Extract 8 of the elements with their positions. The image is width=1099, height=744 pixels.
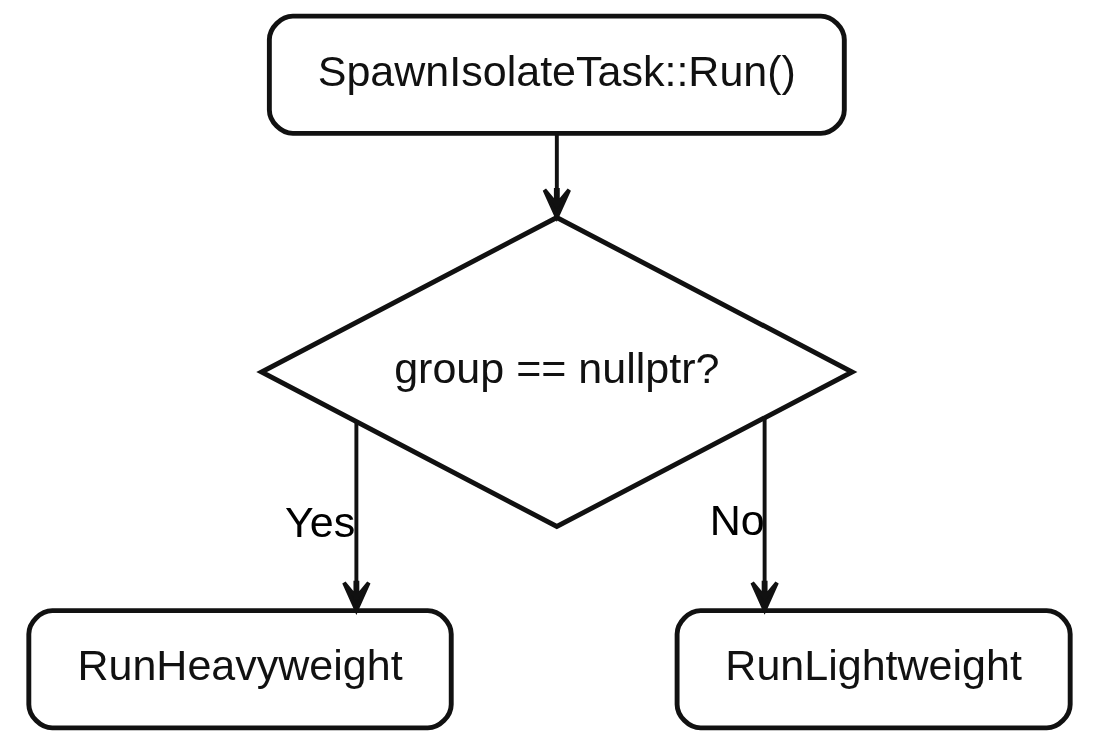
node-box: RunLightweight [674,608,1073,731]
edge-label: Yes [285,497,356,546]
node-box: SpawnIsolateTask::Run() [266,13,847,136]
edge-label: No [709,495,765,544]
node-box: RunHeavyweight [26,608,454,731]
arrow [750,417,779,613]
arrow [542,133,572,220]
arrow [342,421,371,613]
